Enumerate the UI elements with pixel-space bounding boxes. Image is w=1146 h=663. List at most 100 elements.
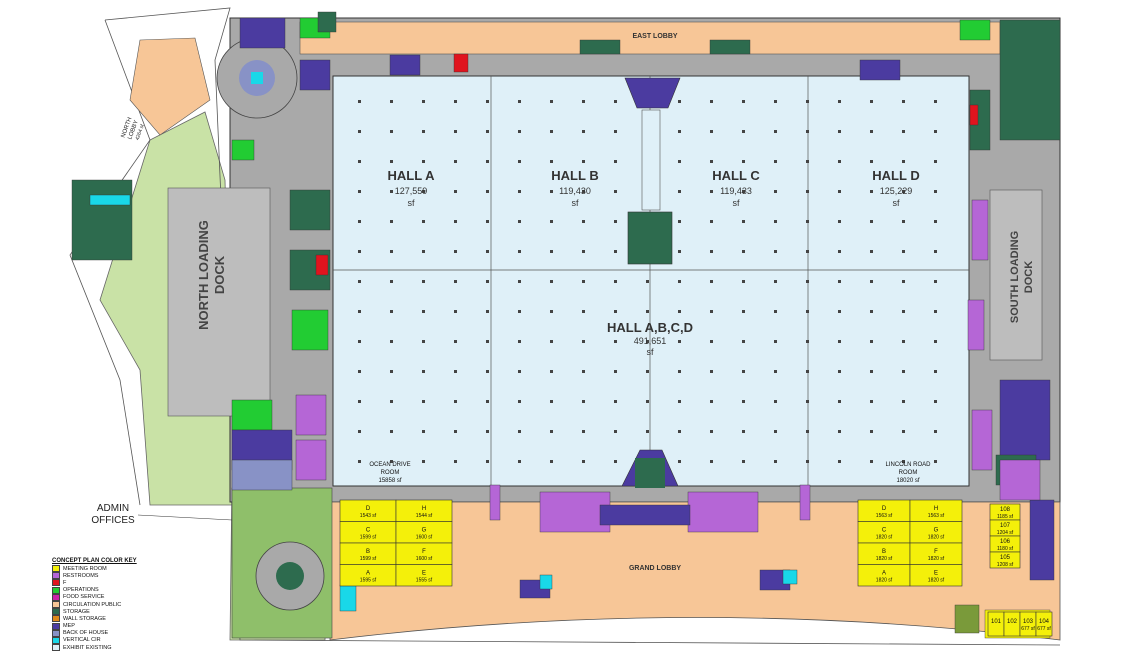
column-marker	[710, 430, 713, 433]
column-marker	[390, 220, 393, 223]
column-marker	[422, 430, 425, 433]
service-room	[289, 189, 331, 231]
column-marker	[454, 460, 457, 463]
column-marker	[550, 370, 553, 373]
column-marker	[710, 400, 713, 403]
north-loading-dock-line1: NORTH LOADING	[196, 220, 211, 330]
column-marker	[518, 400, 521, 403]
column-marker	[742, 460, 745, 463]
hall-c-sf: 119,433	[720, 186, 752, 196]
legend-swatch	[52, 629, 60, 637]
column-marker	[902, 220, 905, 223]
column-marker	[678, 430, 681, 433]
column-marker	[614, 130, 617, 133]
column-marker	[518, 370, 521, 373]
column-marker	[710, 190, 713, 193]
column-marker	[358, 130, 361, 133]
column-marker	[518, 250, 521, 253]
central-north-core	[624, 77, 681, 109]
column-marker	[678, 190, 681, 193]
central-south-box	[635, 458, 665, 488]
column-marker	[646, 310, 649, 313]
column-marker	[614, 460, 617, 463]
service-room	[687, 491, 759, 533]
column-marker	[454, 250, 457, 253]
column-marker	[774, 190, 777, 193]
column-marker	[518, 340, 521, 343]
column-marker	[614, 100, 617, 103]
meeting-room-sf: 1820 sf	[876, 577, 893, 583]
column-marker	[518, 430, 521, 433]
meeting-room-sf: 1180 sf	[997, 546, 1014, 552]
legend-label: MEP	[63, 623, 75, 630]
color-key-title: CONCEPT PLAN COLOR KEY	[52, 558, 137, 564]
meeting-room-id: F	[422, 549, 426, 555]
meeting-room-sf: 1543 sf	[360, 513, 377, 519]
north-loading-dock-area	[167, 187, 271, 417]
column-marker	[838, 130, 841, 133]
column-marker	[774, 160, 777, 163]
column-marker	[422, 340, 425, 343]
column-marker	[806, 310, 809, 313]
column-marker	[934, 130, 937, 133]
admin-offices-line2: OFFICES	[91, 515, 135, 526]
column-marker	[518, 310, 521, 313]
service-room	[1029, 499, 1055, 581]
column-marker	[678, 130, 681, 133]
lincoln-road-room-label: LINCOLN ROAD ROOM 18020 sf	[885, 462, 931, 484]
column-marker	[742, 280, 745, 283]
column-marker	[550, 430, 553, 433]
north-rotunda-elevator	[251, 72, 263, 84]
admin-pointer-line	[137, 514, 233, 521]
meeting-room-sf: 677 sf	[1021, 626, 1035, 632]
column-marker	[774, 460, 777, 463]
meeting-room-sf: 1600 sf	[416, 556, 433, 562]
hall-c-title: HALL C	[712, 168, 760, 183]
column-marker	[486, 340, 489, 343]
service-rooms	[71, 11, 1061, 639]
legend-label: MEETING ROOM	[63, 565, 107, 572]
column-marker	[870, 280, 873, 283]
column-marker	[486, 280, 489, 283]
column-marker	[902, 310, 905, 313]
column-marker	[582, 430, 585, 433]
column-marker	[550, 100, 553, 103]
north-lobby-sf: 4264 sf	[135, 123, 146, 141]
service-room	[967, 299, 985, 351]
meeting-room-id: C	[882, 527, 887, 533]
column-marker	[582, 400, 585, 403]
meeting-room-id: G	[422, 527, 427, 533]
legend-label: VERTICAL CIR	[63, 637, 101, 644]
column-marker	[486, 190, 489, 193]
service-room	[231, 399, 273, 431]
column-marker	[390, 460, 393, 463]
column-marker	[870, 460, 873, 463]
column-marker	[358, 370, 361, 373]
service-room	[231, 459, 293, 491]
column-marker	[390, 430, 393, 433]
legend-swatch	[52, 608, 60, 616]
column-marker	[870, 340, 873, 343]
meeting-room-id: C	[366, 527, 371, 533]
column-marker	[358, 430, 361, 433]
column-marker	[390, 250, 393, 253]
column-marker	[934, 100, 937, 103]
legend-label: CIRCULATION PUBLIC	[63, 601, 122, 608]
column-marker	[806, 130, 809, 133]
meeting-room-id: 104	[1039, 619, 1050, 625]
column-marker	[934, 310, 937, 313]
column-marker	[870, 100, 873, 103]
south-loading-dock-line1: SOUTH LOADING	[1009, 231, 1021, 323]
service-room	[579, 39, 621, 55]
service-room	[89, 194, 131, 206]
column-marker	[902, 400, 905, 403]
meeting-room-id: 101	[991, 619, 1002, 625]
meeting-room-id: D	[366, 506, 371, 512]
column-marker	[518, 190, 521, 193]
column-marker	[870, 400, 873, 403]
hall-d-unit: sf	[892, 198, 900, 208]
legend-item: WALL STORAGE	[52, 615, 212, 623]
service-room	[489, 484, 501, 521]
hall-d-title: HALL D	[872, 168, 919, 183]
meeting-room-id: B	[882, 549, 886, 555]
